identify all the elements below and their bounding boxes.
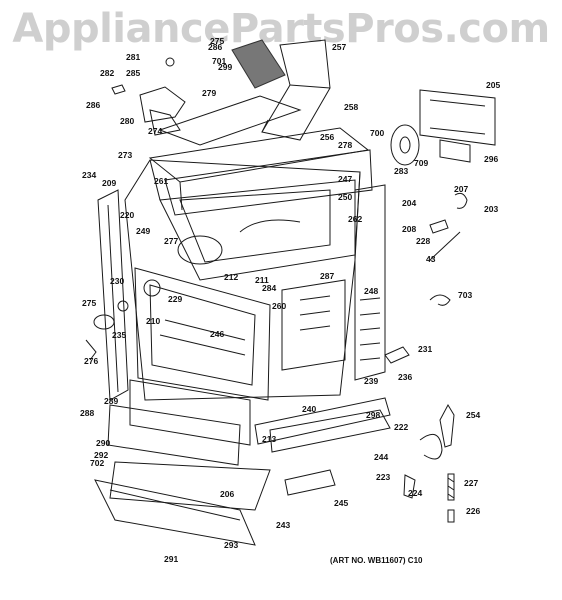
part-callout-240: 240: [302, 404, 316, 414]
gas-regulator-assembly: [111, 57, 186, 136]
part-callout-213: 213: [262, 434, 276, 444]
part-callout-236: 236: [398, 372, 412, 382]
part-callout-207: 207: [454, 184, 468, 194]
part-callout-286: 286: [86, 100, 100, 110]
part-callout-205: 205: [486, 80, 500, 90]
part-callout-280: 280: [120, 116, 134, 126]
part-callout-282: 282: [100, 68, 114, 78]
part-callout-260: 260: [272, 301, 286, 311]
art-number: (ART NO. WB11607) C10: [330, 556, 423, 565]
part-callout-228: 228: [416, 236, 430, 246]
oven-front-frame: [134, 267, 271, 401]
part-callout-293: 293: [224, 540, 238, 550]
part-callout-208: 208: [402, 224, 416, 234]
part-callout-247: 247: [338, 174, 352, 184]
part-callout-702: 702: [90, 458, 104, 468]
part-callout-700: 700: [370, 128, 384, 138]
right-side-panel: [354, 184, 386, 381]
part-callout-709: 709: [414, 158, 428, 168]
part-callout-703: 703: [458, 290, 472, 300]
part-callout-257: 257: [332, 42, 346, 52]
part-callout-262: 262: [348, 214, 362, 224]
part-callout-286: 286: [208, 42, 222, 52]
part-callout-701: 701: [212, 56, 226, 66]
part-callout-226: 226: [466, 506, 480, 516]
part-callout-206: 206: [220, 489, 234, 499]
part-callout-279: 279: [202, 88, 216, 98]
part-callout-248: 248: [364, 286, 378, 296]
part-callout-222: 222: [394, 422, 408, 432]
part-callout-292: 292: [94, 450, 108, 460]
part-callout-235: 235: [112, 330, 126, 340]
oven-body: [124, 159, 361, 401]
part-callout-284: 284: [262, 283, 276, 293]
part-callout-246: 246: [210, 329, 224, 339]
part-callout-278: 278: [338, 140, 352, 150]
part-callout-227: 227: [464, 478, 478, 488]
part-callout-275: 275: [210, 36, 224, 46]
part-callout-223: 223: [376, 472, 390, 482]
part-callout-283: 283: [394, 166, 408, 176]
manifold-panel: [254, 397, 391, 496]
part-callout-203: 203: [484, 204, 498, 214]
left-small-parts: [85, 279, 161, 361]
part-callout-220: 220: [120, 210, 134, 220]
part-callout-224: 224: [408, 488, 422, 498]
part-callout-296: 296: [484, 154, 498, 164]
part-callout-229: 229: [168, 294, 182, 304]
part-callout-239: 239: [364, 376, 378, 386]
door-hinges-springs: [403, 473, 455, 523]
part-callout-211: 211: [255, 275, 269, 285]
part-callout-250: 250: [338, 192, 352, 202]
rear-heat-shield: [281, 279, 346, 371]
part-callout-277: 277: [164, 236, 178, 246]
part-callout-289: 289: [104, 396, 118, 406]
part-callout-249: 249: [136, 226, 150, 236]
part-callout-299: 299: [218, 62, 232, 72]
part-callout-244: 244: [374, 452, 388, 462]
part-callout-274: 274: [148, 126, 162, 136]
part-callout-245: 245: [334, 498, 348, 508]
part-callout-275: 275: [82, 298, 96, 308]
part-callout-204: 204: [402, 198, 416, 208]
part-callout-209: 209: [102, 178, 116, 188]
part-callout-256: 256: [320, 132, 334, 142]
part-callout-254: 254: [466, 410, 480, 420]
part-callout-258: 258: [344, 102, 358, 112]
part-callout-281: 281: [126, 52, 140, 62]
base-plate: [94, 479, 256, 546]
part-callout-276: 276: [84, 356, 98, 366]
vent-duct: [261, 39, 331, 141]
cooktop-support-assembly: [148, 95, 373, 216]
part-callout-231: 231: [418, 344, 432, 354]
part-callout-287: 287: [320, 271, 334, 281]
part-callout-43: 43: [426, 254, 436, 264]
part-callout-298: 298: [366, 410, 380, 420]
part-callout-273: 273: [118, 150, 132, 160]
part-callout-234: 234: [82, 170, 96, 180]
part-callout-291: 291: [164, 554, 178, 564]
right-side-components: [384, 192, 468, 460]
insulation-pad: [231, 39, 286, 89]
blower-wheel: [390, 124, 420, 166]
part-callout-212: 212: [224, 272, 238, 282]
left-side-panel: [97, 189, 129, 401]
rear-panel: [419, 89, 496, 163]
part-callout-261: 261: [154, 176, 168, 186]
broiler-drawer: [107, 379, 271, 511]
part-callout-288: 288: [80, 408, 94, 418]
part-callout-230: 230: [110, 276, 124, 286]
part-callout-243: 243: [276, 520, 290, 530]
part-callout-290: 290: [96, 438, 110, 448]
part-callout-285: 285: [126, 68, 140, 78]
part-callout-210: 210: [146, 316, 160, 326]
